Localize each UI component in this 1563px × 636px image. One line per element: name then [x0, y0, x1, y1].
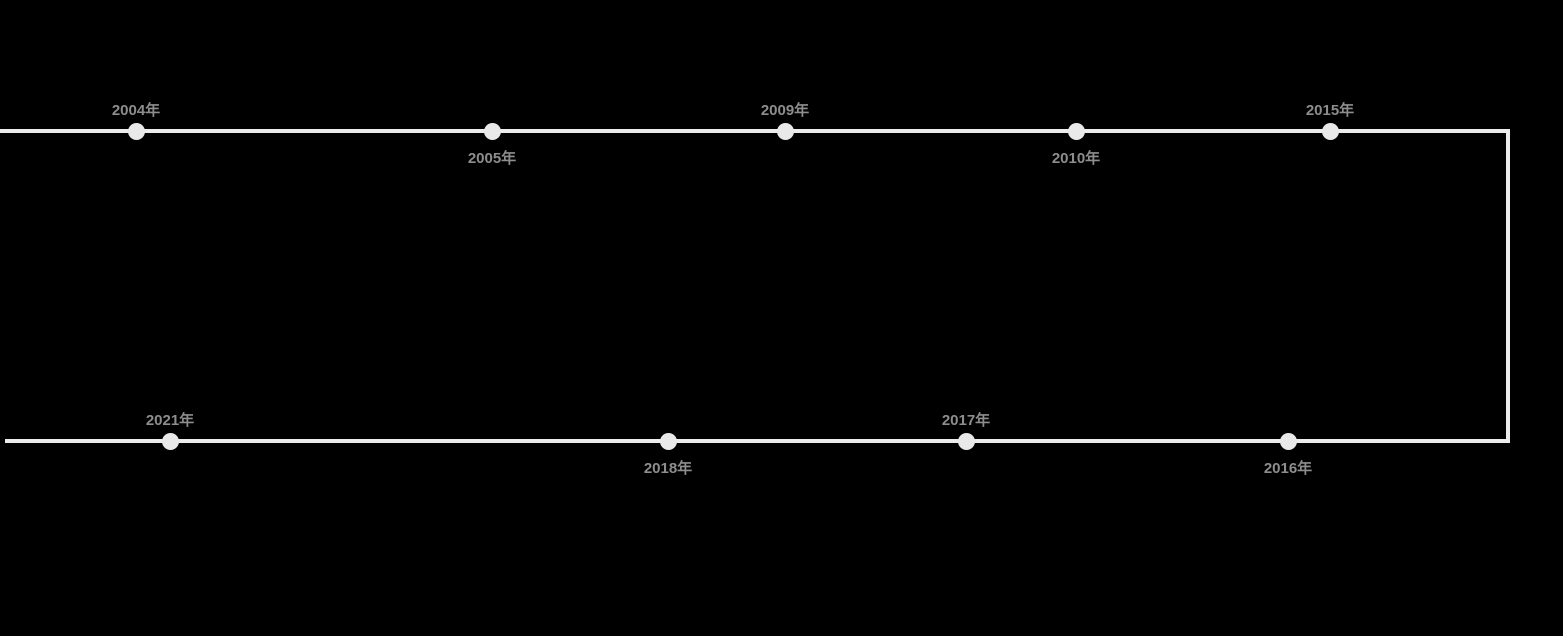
- timeline-top-line: [0, 129, 1510, 133]
- year-label: 2010年: [1051, 150, 1101, 167]
- timeline-bottom-line: [5, 439, 1510, 443]
- timeline-dot: [957, 432, 975, 450]
- timeline-right-connector: [1506, 129, 1510, 443]
- timeline-dot: [1067, 122, 1085, 140]
- year-label: 2021年: [145, 412, 195, 429]
- year-label: 2017年: [941, 412, 991, 429]
- year-label: 2016年: [1263, 460, 1313, 477]
- year-label: 2009年: [760, 102, 810, 119]
- timeline-dot: [1321, 122, 1339, 140]
- timeline-dot: [161, 432, 179, 450]
- year-label: 2018年: [643, 460, 693, 477]
- year-label: 2004年: [111, 102, 161, 119]
- year-label: 2005年: [467, 150, 517, 167]
- timeline-dot: [483, 122, 501, 140]
- timeline-dot: [659, 432, 677, 450]
- timeline-dot: [1279, 432, 1297, 450]
- timeline-dot: [127, 122, 145, 140]
- timeline-dot: [776, 122, 794, 140]
- year-label: 2015年: [1305, 102, 1355, 119]
